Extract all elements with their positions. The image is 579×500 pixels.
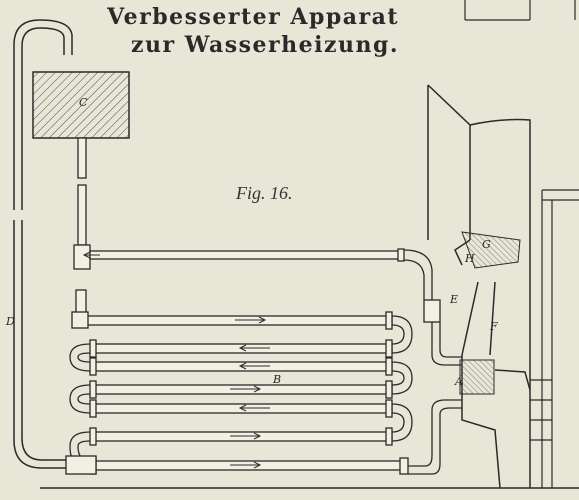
building-fragment-top [464, 0, 576, 21]
expansion-tank-C [32, 71, 130, 139]
label-A: A [454, 375, 463, 388]
label-H: H [464, 252, 475, 265]
label-C: C [79, 96, 88, 109]
label-G: G [482, 238, 491, 251]
chimney-lining [530, 189, 579, 488]
coil-bends [69, 315, 413, 471]
riser-pipe-D [13, 19, 73, 469]
figure-label: Fig. 16. [236, 183, 293, 203]
label-B: B [272, 373, 281, 386]
plate-title-line-2: zur Wasserheizung. [130, 32, 399, 58]
furnace-connection-pipes [403, 249, 462, 475]
heating-coil-B [79, 311, 409, 475]
plate-title-line-1: Verbesserter Apparat [107, 4, 399, 30]
furnace-structure [427, 84, 531, 489]
label-E: E [449, 293, 458, 306]
furnace-grate [459, 231, 521, 395]
label-D: D [5, 315, 15, 328]
label-F: F [489, 320, 498, 333]
coil-inlet-joint [65, 289, 97, 475]
tank-downpipe [73, 137, 91, 270]
flow-arrows [82, 251, 270, 469]
top-return-pipe [89, 248, 405, 262]
